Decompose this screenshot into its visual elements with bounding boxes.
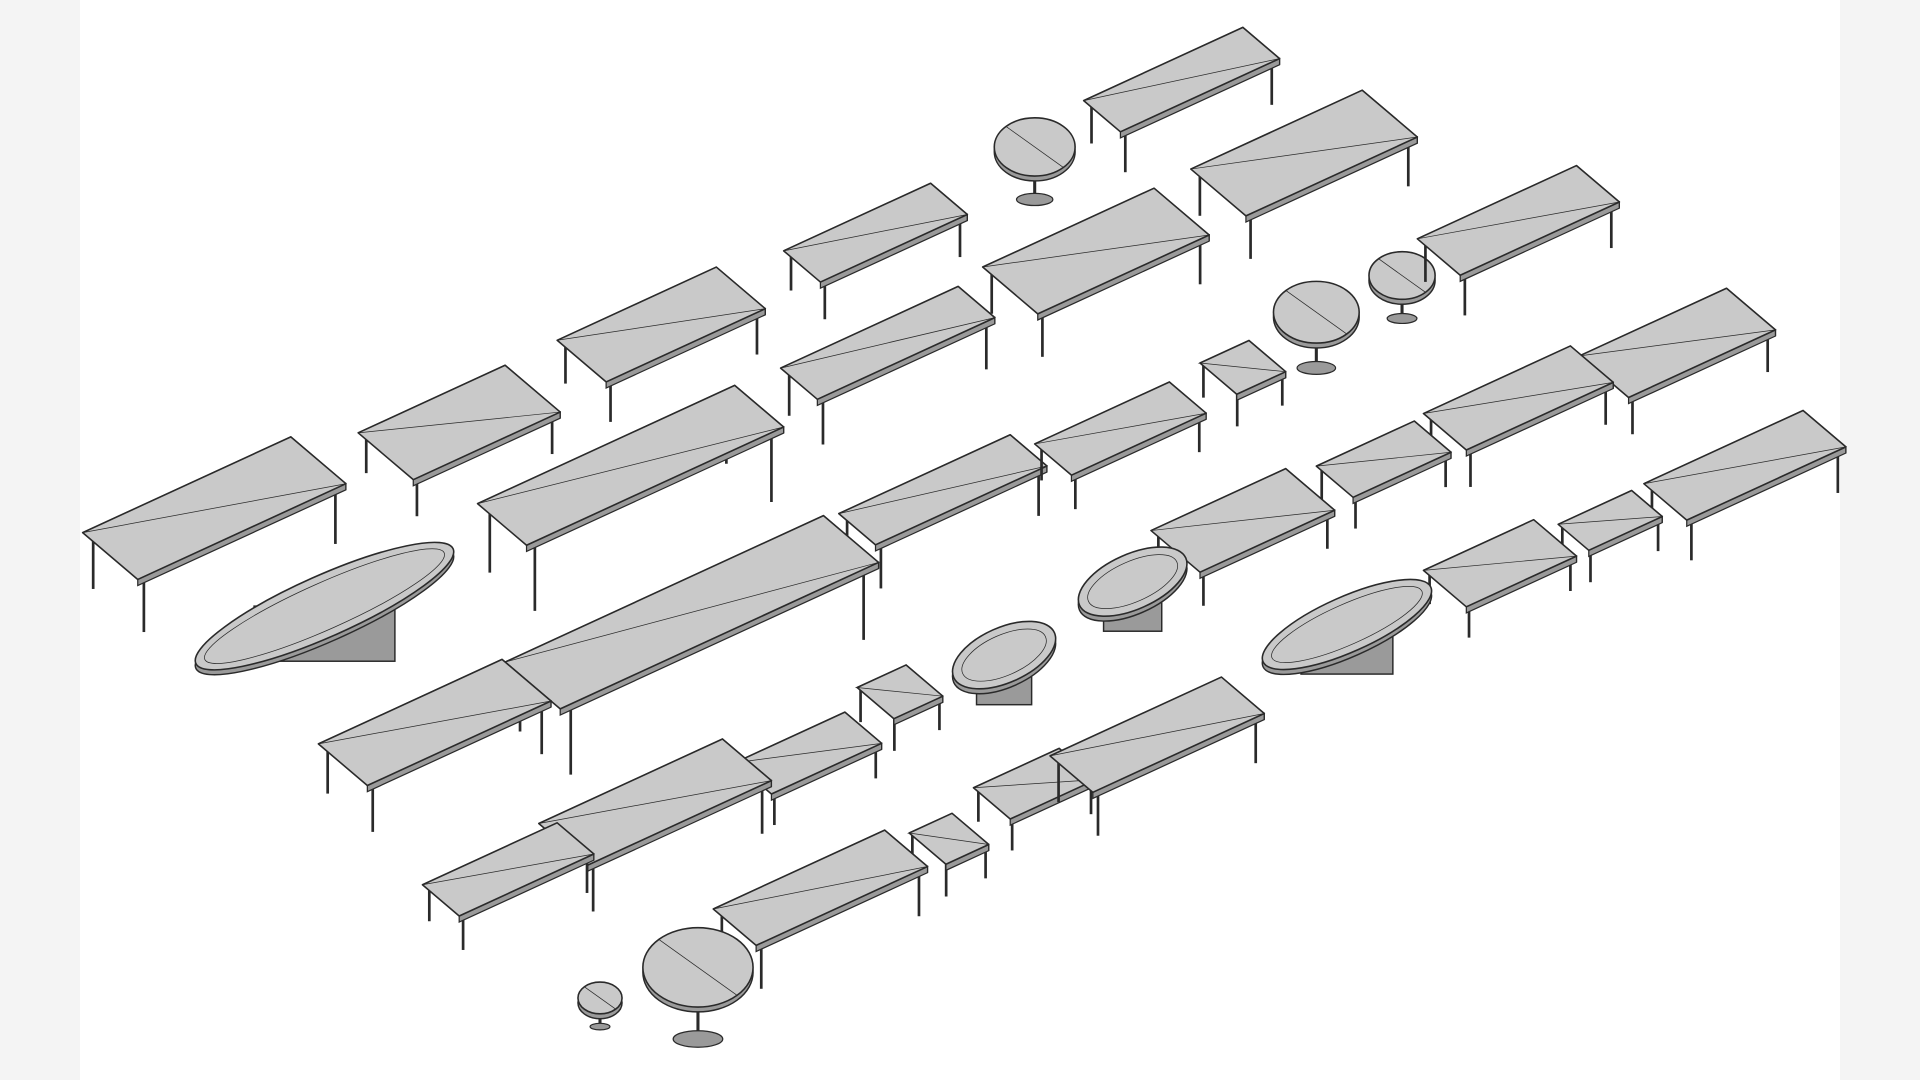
- table-foot: [1015, 192, 1054, 207]
- table-model: [1643, 409, 1847, 561]
- table-model: [476, 384, 785, 611]
- table-model: [907, 812, 990, 897]
- table-model: [1190, 89, 1419, 259]
- table-top-seam: [1643, 446, 1846, 485]
- table-top-seam: [505, 562, 879, 663]
- table-top-seam: [780, 317, 995, 369]
- table-model: [854, 664, 944, 751]
- table-top-seam: [1034, 412, 1207, 445]
- table-model: [1416, 164, 1621, 316]
- table-top-seam: [1417, 201, 1620, 240]
- table-model: [779, 285, 996, 445]
- table-top-seam: [1579, 329, 1776, 357]
- table-model: [81, 436, 347, 633]
- table-top-seam: [422, 853, 594, 886]
- table-top-seam: [1316, 451, 1452, 467]
- table-top-seam: [538, 780, 772, 824]
- table-top-seam: [973, 779, 1096, 789]
- table-top-inlay: [961, 628, 1047, 682]
- table-top-seam: [1006, 126, 1064, 168]
- table-top-seam: [1286, 290, 1347, 334]
- table-model: [317, 658, 552, 832]
- table-model: [1422, 345, 1615, 487]
- table-model: [537, 738, 773, 912]
- table-model: [1049, 676, 1266, 836]
- table-model: [837, 433, 1048, 589]
- table-top-seam: [584, 986, 616, 1010]
- table-model: [194, 541, 455, 676]
- table-top-seam: [1423, 555, 1577, 571]
- table-top-seam: [1423, 382, 1614, 414]
- table-top-seam: [734, 742, 882, 764]
- table-model: [993, 117, 1076, 207]
- table-model: [712, 829, 929, 989]
- table-model: [1077, 546, 1188, 632]
- table-top-seam: [1083, 58, 1280, 101]
- table-model: [1422, 518, 1578, 638]
- table-top: [951, 620, 1057, 690]
- table-top-seam: [82, 483, 346, 533]
- table-foot: [1296, 360, 1337, 375]
- render-canvas: [80, 0, 1847, 1080]
- table-top-seam: [477, 426, 784, 504]
- table-top-seam: [1558, 516, 1663, 525]
- table-model: [577, 981, 623, 1031]
- table-model: [1557, 489, 1664, 583]
- table-top-seam: [1199, 362, 1286, 373]
- table-model: [1033, 381, 1207, 510]
- table-model: [1578, 287, 1777, 435]
- table-top-seam: [1150, 509, 1335, 531]
- table-top-inlay: [1271, 585, 1423, 663]
- table-model: [782, 182, 969, 320]
- table-model: [1368, 250, 1436, 325]
- table-model: [642, 926, 754, 1048]
- table-top: [1077, 546, 1188, 617]
- table-top-seam: [909, 832, 989, 845]
- table-top-seam: [358, 411, 561, 434]
- table-top: [194, 541, 455, 671]
- table-top-seam: [838, 465, 1048, 514]
- table-top-seam: [713, 866, 928, 910]
- table-top-inlay: [1087, 554, 1178, 609]
- table-top-seam: [982, 234, 1210, 268]
- table-top-seam: [557, 308, 766, 341]
- table-top-seam: [783, 214, 968, 252]
- table-model: [1315, 420, 1452, 529]
- table-top-inlay: [204, 548, 445, 664]
- table-model: [1082, 26, 1281, 173]
- table-model: [981, 187, 1210, 357]
- table-foot: [672, 1030, 724, 1048]
- table-model: [951, 620, 1057, 706]
- table-model: [357, 364, 562, 517]
- table-top-seam: [318, 700, 552, 745]
- table-model: [556, 266, 767, 422]
- table-model: [1197, 339, 1287, 427]
- table-top-seam: [1049, 713, 1265, 757]
- table-top-seam: [659, 939, 737, 996]
- table-model: [1272, 280, 1360, 375]
- table-model: [1261, 578, 1433, 676]
- table-top-seam: [1378, 258, 1426, 293]
- table-foot: [1386, 312, 1418, 325]
- table-top-seam: [857, 687, 943, 697]
- table-top: [1261, 578, 1433, 671]
- table-foot: [589, 1022, 611, 1031]
- table-model: [421, 822, 595, 950]
- table-top-seam: [1190, 136, 1418, 170]
